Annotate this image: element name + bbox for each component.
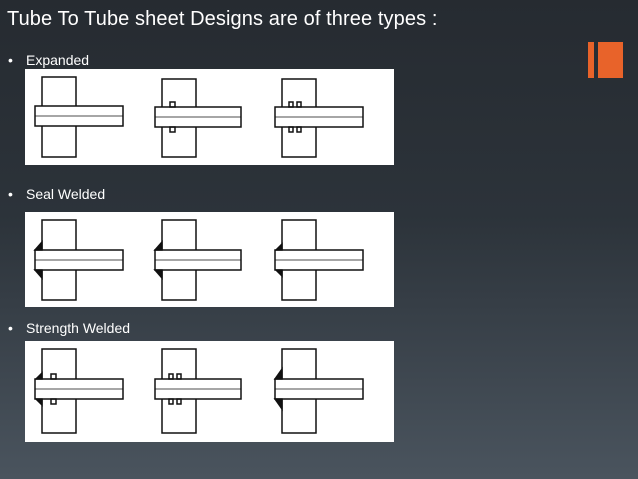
strength-welded-joints-diagram: [25, 341, 394, 442]
bullet-marker: •: [8, 186, 13, 202]
accent-bar-thin: [588, 42, 594, 78]
bullet-strength-welded: • Strength Welded: [8, 320, 130, 336]
bullet-expanded: • Expanded: [8, 52, 89, 68]
bullet-label: Seal Welded: [26, 186, 106, 202]
joint-seal-weld-double-groove: [274, 219, 364, 301]
accent-bars-decoration: [588, 42, 623, 78]
accent-bar-wide: [598, 42, 623, 78]
joint-double-groove-expanded: [274, 78, 364, 158]
joint-strength-weld-groove: [154, 348, 242, 434]
joint-plain-expanded: [34, 76, 124, 158]
bullet-marker: •: [8, 52, 13, 68]
bullet-seal-welded: • Seal Welded: [8, 186, 105, 202]
joint-strength-weld-fillet: [273, 348, 364, 434]
bullet-label: Expanded: [26, 52, 90, 68]
slide-title: Tube To Tube sheet Designs are of three …: [7, 8, 438, 30]
joint-single-groove-expanded: [154, 78, 242, 158]
joint-strength-weld: [34, 348, 124, 434]
strength-welded-joints-svg: [34, 348, 364, 434]
joint-seal-weld: [33, 219, 124, 301]
bullet-label: Strength Welded: [26, 320, 131, 336]
seal-welded-joints-svg: [33, 219, 364, 301]
bullet-marker: •: [8, 320, 13, 336]
seal-welded-joints-diagram: [25, 212, 394, 307]
expanded-joints-diagram: [25, 69, 394, 165]
expanded-joints-svg: [34, 76, 364, 158]
joint-seal-weld-groove: [153, 219, 242, 301]
